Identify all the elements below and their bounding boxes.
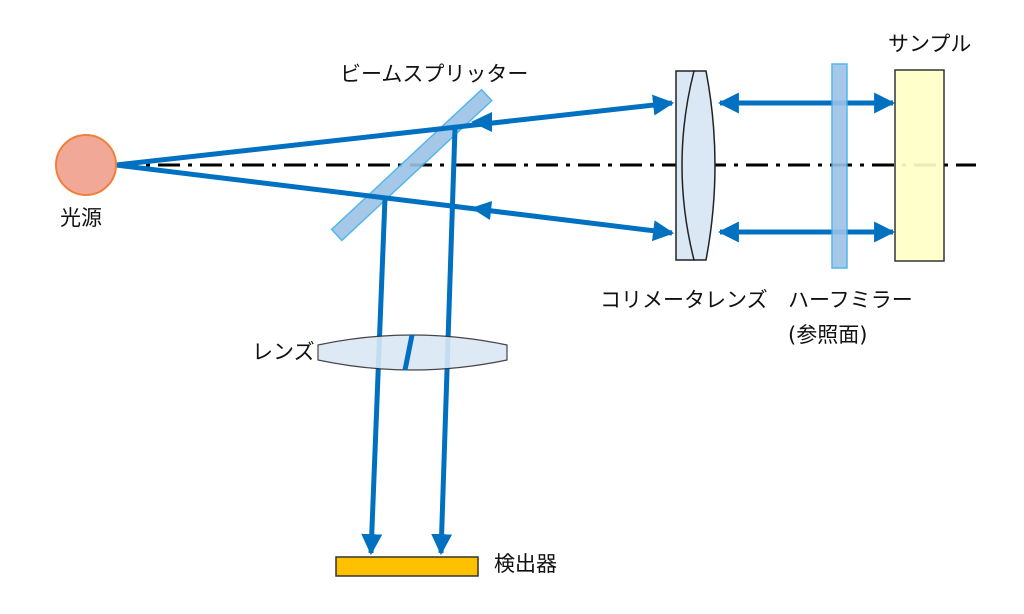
ray-through-lens-1 bbox=[402, 334, 415, 371]
focusing-lens bbox=[317, 334, 508, 371]
sample bbox=[894, 69, 945, 262]
detector bbox=[335, 556, 479, 577]
ray-reflected-2 bbox=[361, 197, 388, 556]
ray-lower-out bbox=[115, 162, 675, 242]
half-mirror bbox=[831, 63, 848, 269]
reference-surface-label: (参照面) bbox=[788, 323, 868, 347]
light-source-label: 光源 bbox=[60, 206, 102, 230]
detector-label: 検出器 bbox=[494, 552, 557, 576]
light-source bbox=[55, 134, 117, 196]
return-arrow-lower bbox=[471, 201, 492, 220]
beam-splitter-label: ビームスプリッター bbox=[340, 62, 529, 86]
lens-label: レンズ bbox=[252, 340, 315, 364]
collimator-lens bbox=[681, 70, 716, 261]
collimator-lens-label: コリメータレンズ bbox=[600, 288, 768, 312]
return-arrow-upper bbox=[471, 112, 492, 132]
half-mirror-label: ハーフミラー bbox=[788, 288, 913, 312]
ray-upper-out bbox=[115, 94, 675, 168]
sample-label: サンプル bbox=[888, 32, 972, 56]
